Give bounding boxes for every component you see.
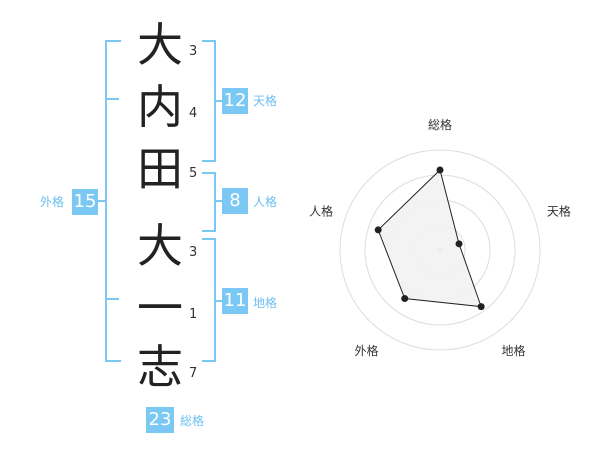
gaikaku-connector bbox=[97, 200, 105, 202]
soukaku-label: 総格 bbox=[180, 414, 205, 428]
jinkaku-connector bbox=[214, 200, 222, 202]
chikaku-connector bbox=[214, 300, 222, 302]
gaikaku-bracket bbox=[105, 40, 121, 362]
given-char-1: 大 bbox=[137, 219, 183, 273]
given-char-2: 一 bbox=[137, 281, 183, 335]
radar-axis-label-4: 外格 bbox=[355, 343, 379, 358]
gaikaku-tick-upper bbox=[105, 98, 119, 100]
tenkaku-label: 天格 bbox=[253, 94, 278, 108]
surname-stroke-3: 5 bbox=[189, 166, 198, 181]
surname-char-3: 田 bbox=[137, 142, 183, 196]
jinkaku-label: 人格 bbox=[253, 195, 278, 209]
radar-point-3 bbox=[477, 303, 485, 311]
surname-char-2: 内 bbox=[137, 80, 183, 134]
surname-char-1: 大 bbox=[137, 18, 183, 72]
soukaku-badge: 23 bbox=[146, 407, 174, 433]
radar-axis-label-3: 地格 bbox=[501, 343, 525, 358]
radar-point-4 bbox=[401, 295, 409, 303]
gaikaku-label: 外格 bbox=[40, 195, 65, 209]
radar-axis-label-2: 天格 bbox=[547, 203, 571, 218]
given-stroke-3: 7 bbox=[189, 366, 198, 381]
surname-stroke-1: 3 bbox=[189, 44, 198, 59]
chikaku-label: 地格 bbox=[253, 296, 278, 310]
radar-point-5 bbox=[374, 226, 382, 234]
chikaku-badge: 11 bbox=[222, 288, 248, 314]
given-char-3: 志 bbox=[137, 340, 183, 394]
radar-point-2 bbox=[455, 240, 463, 248]
gaikaku-badge: 15 bbox=[72, 189, 98, 215]
given-stroke-2: 1 bbox=[189, 307, 198, 322]
radar-series-shape bbox=[377, 169, 482, 308]
radar-point-1 bbox=[436, 166, 444, 174]
given-stroke-1: 3 bbox=[189, 245, 198, 260]
radar-points bbox=[374, 166, 485, 311]
radar-axis-label-5: 人格 bbox=[309, 203, 333, 218]
tenkaku-badge: 12 bbox=[222, 88, 248, 114]
jinkaku-bracket bbox=[202, 172, 216, 232]
jinkaku-badge: 8 bbox=[222, 188, 248, 214]
radar-axis-label-1: 総格 bbox=[428, 117, 452, 132]
tenkaku-connector bbox=[214, 100, 222, 102]
gaikaku-tick-lower bbox=[105, 298, 119, 300]
surname-stroke-2: 4 bbox=[189, 106, 198, 121]
